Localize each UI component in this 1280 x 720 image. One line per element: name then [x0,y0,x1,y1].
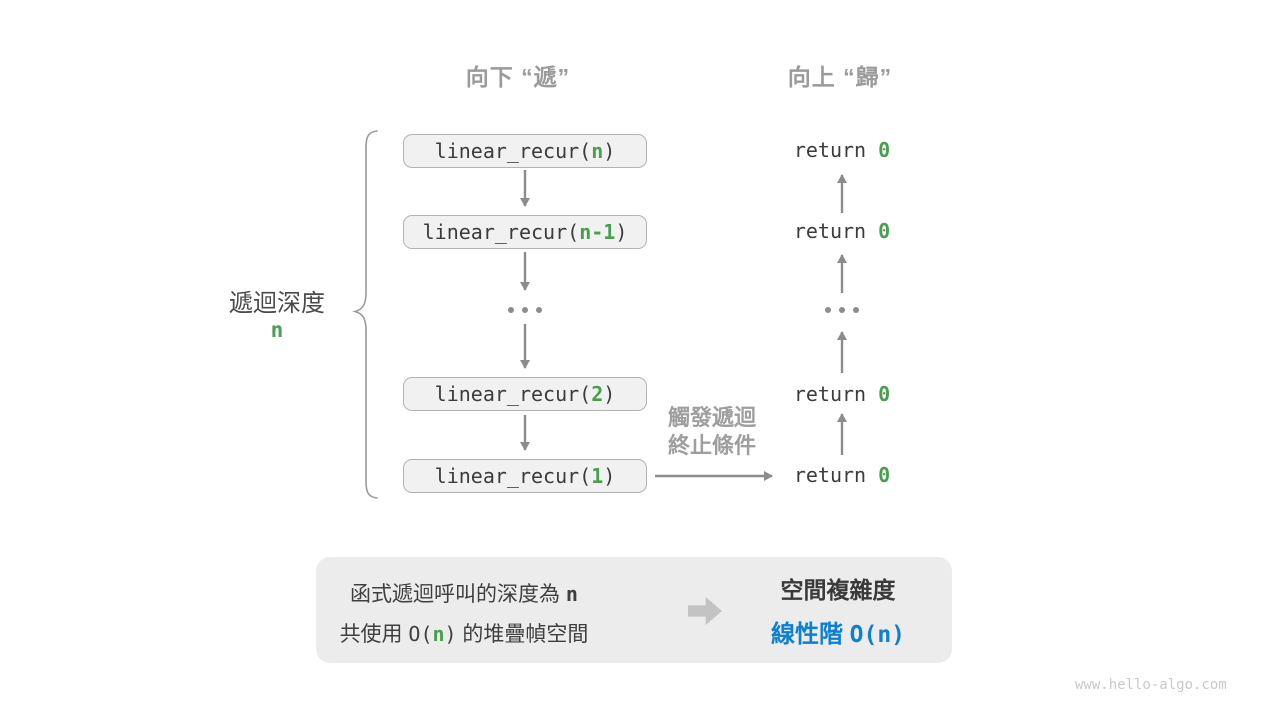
termination-label-line1: 觸發遞迴 [667,405,756,430]
return-value: 0 [878,382,891,406]
call-code-prefix: linear_recur( [434,464,592,488]
call-code-arg: 2 [591,382,604,406]
call-code-prefix: linear_recur( [434,382,592,406]
return-keyword: return [793,382,879,406]
call-code-1: linear_recur(1) [435,464,616,488]
complexity-big-o: O(n) [849,622,906,648]
call-code-suffix: ) [603,382,616,406]
summary-line2-pre: 共使用 [339,623,409,646]
call-code-prefix: linear_recur( [434,139,592,163]
ascend-column-header: 向上 “歸” [680,58,1000,92]
return-keyword: return [793,219,879,243]
ascend-header-label: 向上 “歸” [787,64,893,90]
return-keyword: return [793,138,879,162]
summary-line-2: 共使用 O(n) 的堆疊幀空間 [330,618,598,648]
return-code: return 0 [794,463,890,487]
call-box-n-1: linear_recur(n-1) [403,215,647,249]
depth-brace [352,130,378,499]
return-row-1: return 0 [762,136,922,164]
descend-header-label: 向下 “遞” [465,64,571,90]
watermark: www.hello-algo.com [1075,677,1227,693]
call-box-n: linear_recur(n) [403,134,647,168]
summary-line1-value: n [565,582,578,606]
call-code-arg: n-1 [579,220,616,244]
return-row-4: return 0 [762,461,922,489]
return-code: return 0 [794,219,890,243]
return-value: 0 [878,138,891,162]
return-value: 0 [878,463,891,487]
call-box-1: linear_recur(1) [403,459,647,493]
return-row-2: return 0 [762,217,922,245]
call-code-2: linear_recur(2) [435,382,616,406]
descend-column-header: 向下 “遞” [358,58,678,92]
call-code-arg: n [591,139,604,163]
call-code-suffix: ) [603,139,616,163]
big-o-close: ) [444,622,457,646]
call-code-arg: 1 [591,464,604,488]
space-complexity-title: 空間複雜度 [780,577,896,603]
return-value: 0 [878,219,891,243]
summary-line2-post: 的堆疊幀空間 [456,623,589,646]
return-keyword: return [793,463,879,487]
call-code-n-1: linear_recur(n-1) [423,220,628,244]
termination-condition-label: 觸發遞迴 終止條件 [648,404,776,460]
return-ellipsis [825,307,859,313]
return-row-3: return 0 [762,380,922,408]
call-ellipsis [508,307,542,313]
recursion-depth-label: 遞迴深度 [229,290,325,317]
big-o-open: O( [408,622,433,646]
call-code-prefix: linear_recur( [422,220,580,244]
return-code: return 0 [794,382,890,406]
call-code-suffix: ) [615,220,628,244]
space-complexity-value: 線性階 O(n) [758,614,918,649]
depth-n-value: n [270,318,284,342]
summary-line-1: 函式遞迴呼叫的深度為 n [330,578,598,608]
call-box-2: linear_recur(2) [403,377,647,411]
return-code: return 0 [794,138,890,162]
complexity-class-label: 線性階 [770,621,850,648]
termination-label-line2: 終止條件 [667,433,756,458]
call-code-n: linear_recur(n) [435,139,616,163]
call-code-suffix: ) [603,464,616,488]
big-o-arg: n [432,622,445,646]
summary-line1-text: 函式遞迴呼叫的深度為 [350,583,566,606]
summary-panel [316,557,952,663]
summary-big-o: O(n) [408,622,456,646]
recursion-depth-value: n [197,318,357,342]
